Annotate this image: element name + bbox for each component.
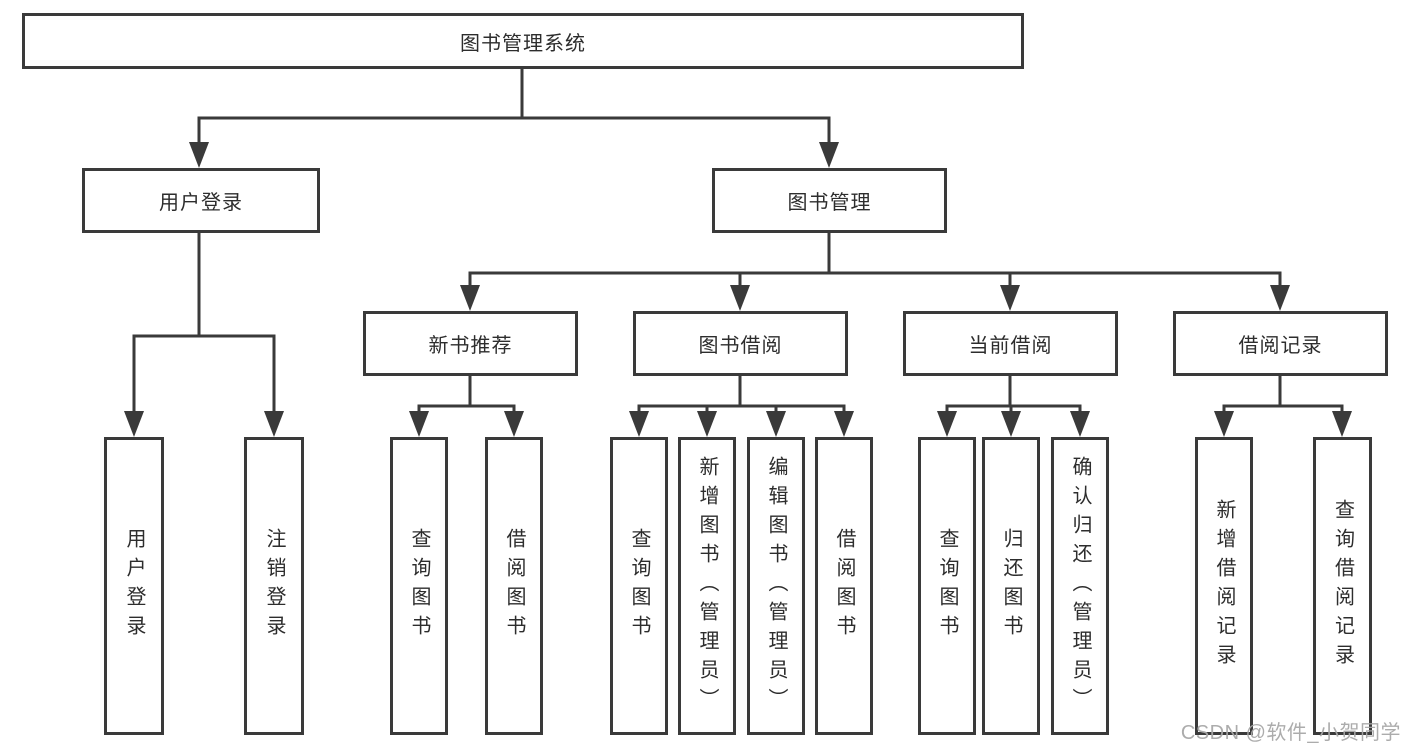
leaf-borrow-add-book-admin: 新增图书（管理员） bbox=[678, 437, 736, 735]
leaf-records-query-record: 查询借阅记录 bbox=[1313, 437, 1372, 735]
leaf-borrow-query-book: 查询图书 bbox=[610, 437, 668, 735]
node-book-borrow: 图书借阅 bbox=[633, 311, 848, 376]
leaf-records-add-record: 新增借阅记录 bbox=[1195, 437, 1253, 735]
leaf-borrow-borrow-book: 借阅图书 bbox=[815, 437, 873, 735]
leaf-borrow-edit-book-admin: 编辑图书（管理员） bbox=[747, 437, 805, 735]
node-book-management: 图书管理 bbox=[712, 168, 947, 233]
node-borrow-records: 借阅记录 bbox=[1173, 311, 1388, 376]
node-new-book-recommend: 新书推荐 bbox=[363, 311, 578, 376]
csdn-watermark: CSDN @软件_小贺同学 bbox=[1180, 722, 1401, 744]
leaf-logout: 注销登录 bbox=[244, 437, 304, 735]
leaf-current-confirm-return-admin: 确认归还（管理员） bbox=[1051, 437, 1109, 735]
node-current-borrow: 当前借阅 bbox=[903, 311, 1118, 376]
node-user-login: 用户登录 bbox=[82, 168, 320, 233]
leaf-newbook-query-book: 查询图书 bbox=[390, 437, 448, 735]
leaf-current-query-book: 查询图书 bbox=[918, 437, 976, 735]
leaf-current-return-book: 归还图书 bbox=[982, 437, 1040, 735]
node-root: 图书管理系统 bbox=[22, 13, 1024, 69]
leaf-user-login: 用户登录 bbox=[104, 437, 164, 735]
arrowhead-icons bbox=[124, 142, 1352, 437]
leaf-newbook-borrow-book: 借阅图书 bbox=[485, 437, 543, 735]
